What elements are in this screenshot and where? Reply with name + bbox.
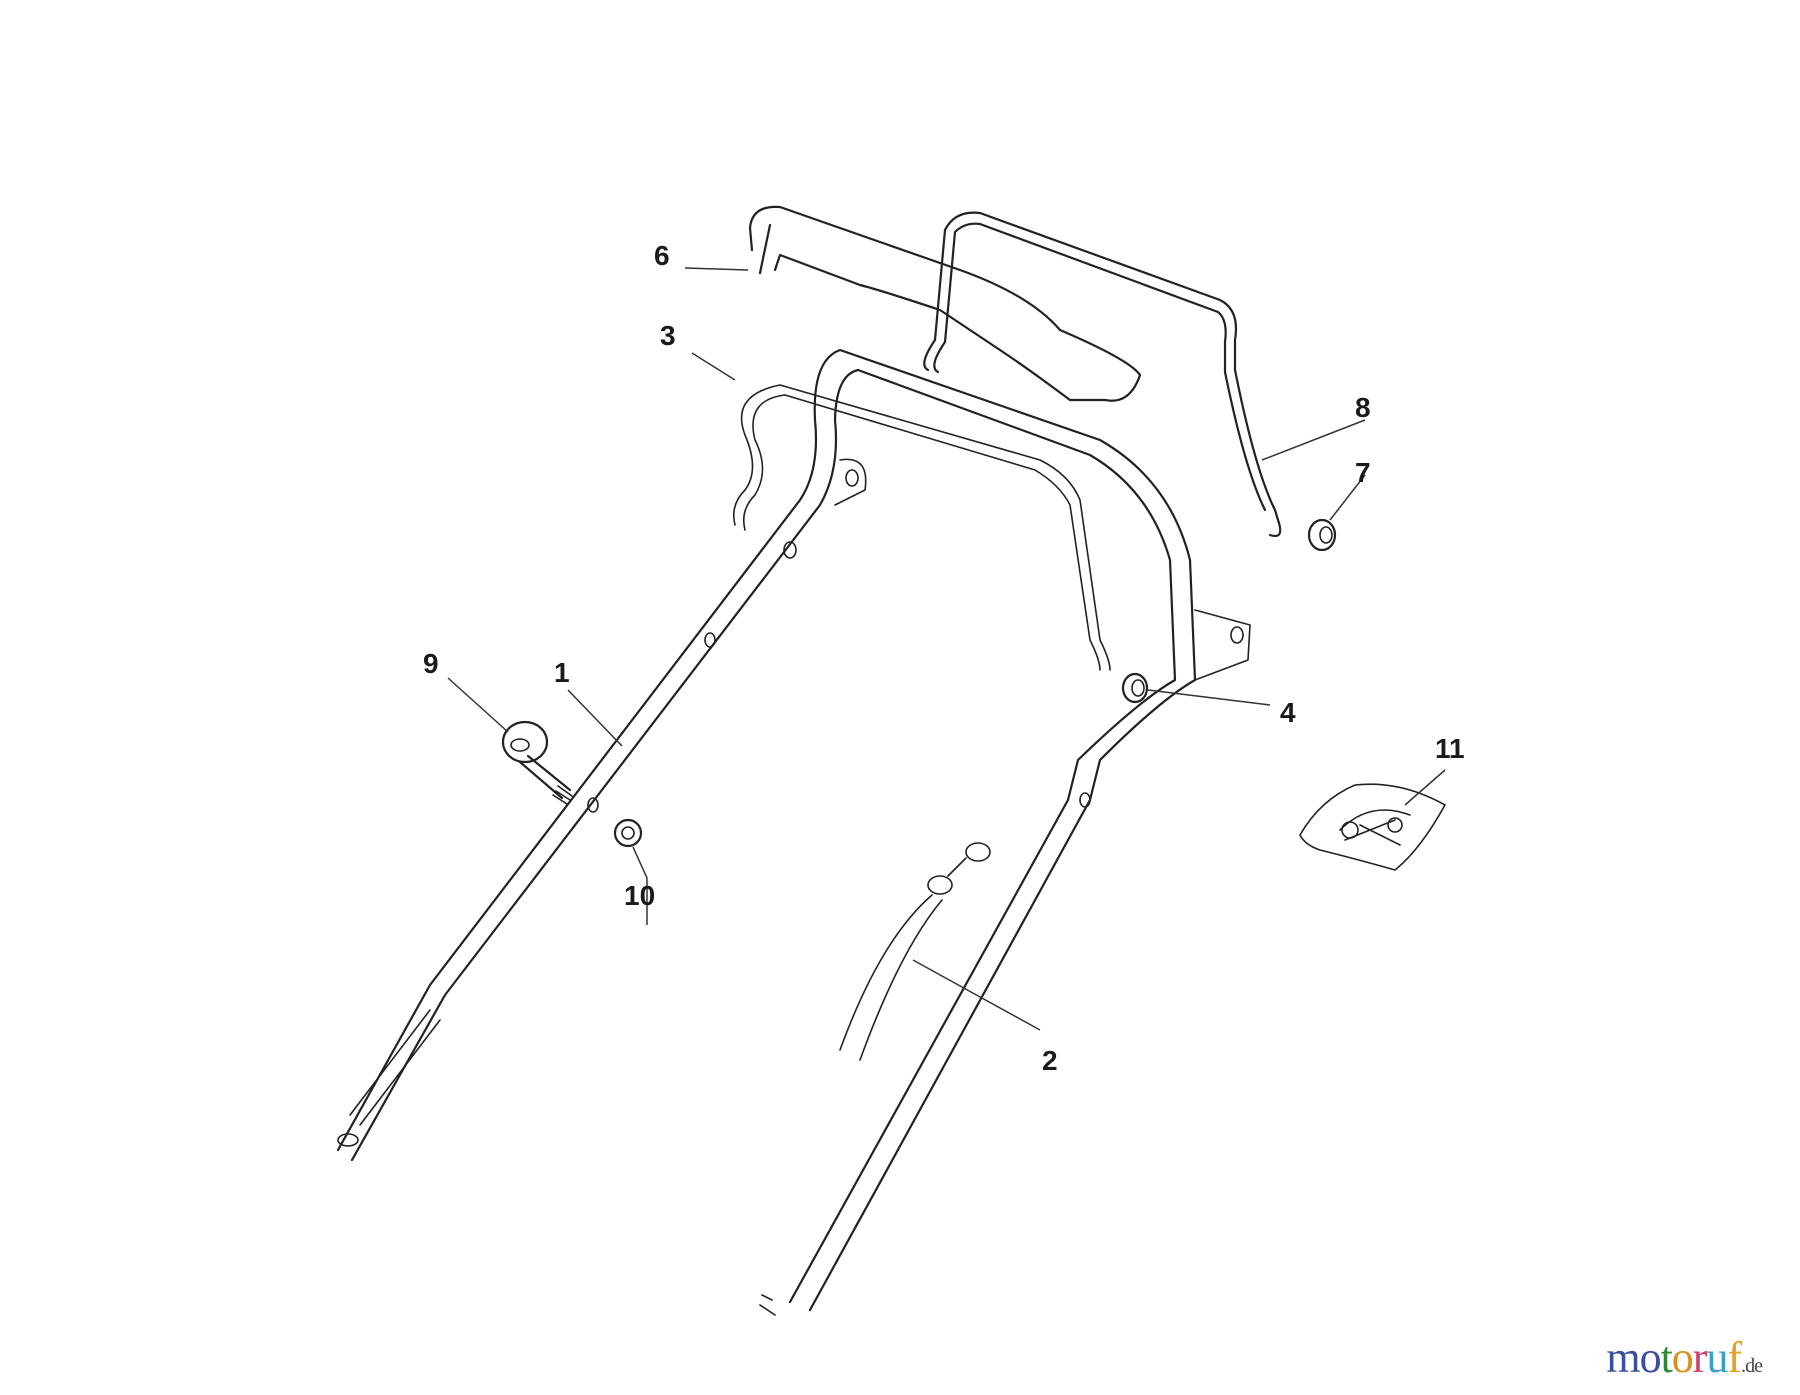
callout-3: 3 (660, 320, 676, 351)
lower-handle-frame (336, 348, 1251, 1316)
watermark-letter: f (1727, 1333, 1742, 1382)
hardware-bag (1299, 783, 1446, 871)
watermark-suffix: .de (1741, 1355, 1763, 1377)
callout-6: 6 (654, 240, 670, 271)
callout-2: 2 (1042, 1045, 1058, 1076)
callout-9: 9 (423, 648, 439, 679)
callout-10: 10 (624, 880, 656, 911)
callout-1: 1 (554, 657, 570, 688)
control-lever-bail (923, 211, 1282, 538)
callout-11: 11 (1435, 733, 1465, 764)
callout-8: 8 (1355, 392, 1371, 423)
watermark-letter: o (1671, 1333, 1694, 1382)
motoruf-watermark: motoruf.de (1606, 1332, 1763, 1383)
callout-4: 4 (1280, 697, 1296, 728)
upper-handle-grip (748, 205, 1142, 402)
watermark-letter: o (1639, 1333, 1662, 1382)
watermark-letter: m (1606, 1333, 1640, 1382)
control-cable (839, 842, 991, 1061)
bushing-part-4 (1121, 672, 1149, 704)
watermark-letter: t (1660, 1333, 1673, 1382)
watermark-letter: u (1706, 1333, 1728, 1382)
watermark-letter: r (1692, 1333, 1708, 1382)
leader-lines (447, 267, 1446, 1031)
wire-guide-bar (732, 384, 1111, 671)
nut (613, 818, 643, 848)
bushing-part-7 (1307, 518, 1337, 552)
callout-7: 7 (1355, 457, 1371, 488)
eye-bolt (501, 720, 573, 805)
